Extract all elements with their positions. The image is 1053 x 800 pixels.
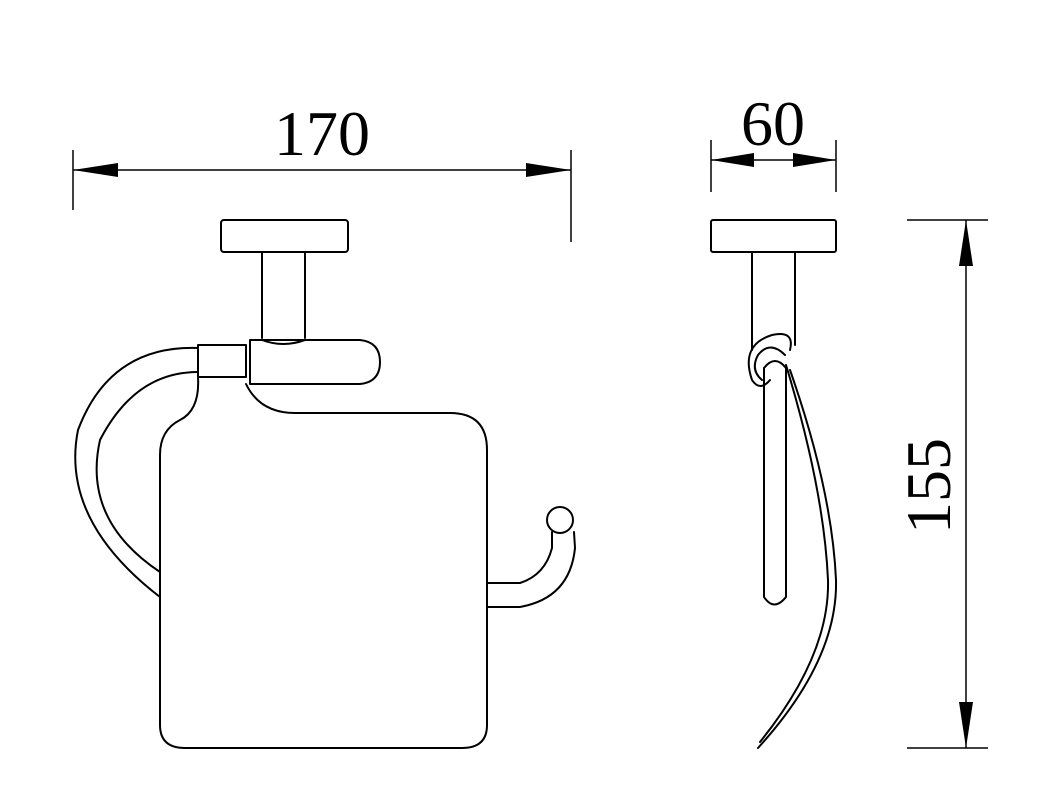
collar (197, 344, 247, 378)
holder-rod (74, 346, 199, 598)
front-view: 170 (72, 98, 576, 749)
hinge-barrel (249, 339, 381, 385)
side-rod (763, 360, 787, 606)
side-flap (757, 364, 838, 749)
cover-flap (159, 376, 488, 749)
depth-label: 60 (741, 88, 805, 159)
wall-plate (220, 219, 349, 253)
depth-dimension: 60 (710, 88, 837, 192)
hook (486, 531, 576, 608)
hook-knob (546, 506, 574, 534)
stem (261, 251, 306, 339)
width-dimension: 170 (72, 98, 572, 242)
side-view: 60 155 (710, 88, 988, 749)
height-label: 155 (893, 438, 964, 534)
height-dimension: 155 (893, 219, 988, 749)
side-wall-plate (710, 219, 837, 253)
width-label: 170 (274, 98, 370, 169)
side-hinge (747, 333, 792, 387)
